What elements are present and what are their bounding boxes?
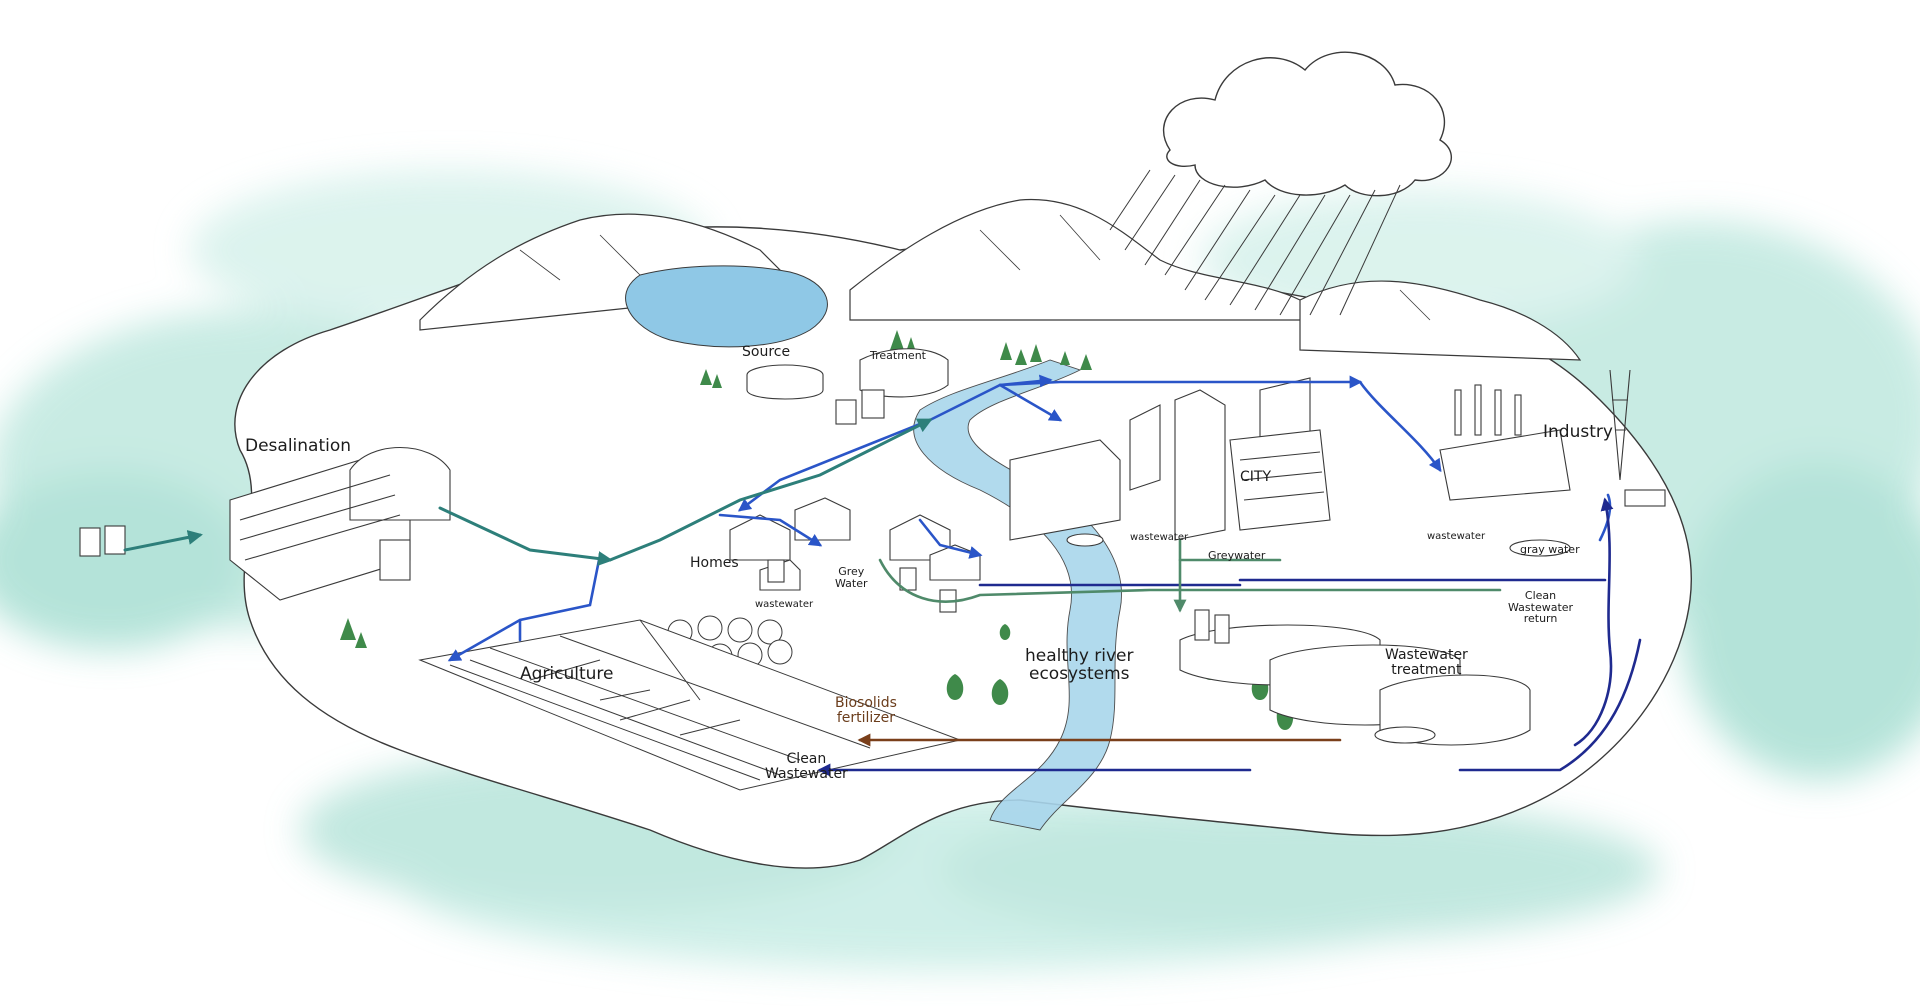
rain-lines (1109, 169, 1401, 316)
homes-buildings (729, 497, 981, 613)
wastewater-treatment-plant (1179, 609, 1531, 746)
river (913, 359, 1122, 831)
pipes-desalinated-water (123, 418, 933, 566)
pipes-grey-water (878, 538, 1502, 613)
mountains (419, 198, 1582, 361)
pipes-wastewater (817, 497, 1642, 777)
label-wastewater-treatment: Wastewater treatment (1385, 647, 1468, 678)
label-source: Source (742, 344, 791, 360)
desalination-plant (79, 446, 451, 601)
label-clean-wastewater: Clean Wastewater (765, 751, 848, 782)
industry-buildings (1439, 369, 1666, 557)
label-homes: Homes (690, 555, 739, 571)
label-healthy-river: healthy river ecosystems (1025, 646, 1134, 684)
treatment-plant (746, 348, 949, 425)
city-buildings (1009, 377, 1331, 547)
pipes-clean-water (447, 374, 1612, 662)
label-clean-wastewater-return: Clean Wastewater return (1508, 589, 1574, 626)
mountain-lake (625, 265, 828, 348)
label-wastewater-industry: wastewater (1427, 531, 1486, 542)
label-treatment: Treatment (870, 349, 926, 362)
label-wastewater-city: wastewater (1130, 532, 1189, 543)
label-industry: Industry (1543, 422, 1613, 442)
label-grey-water-homes: Grey Water (835, 565, 868, 590)
rain-cloud (1163, 51, 1452, 197)
label-wastewater-homes: wastewater (755, 599, 814, 610)
label-biosolids: Biosolids fertilizer (835, 695, 897, 726)
label-gray-water-industry: gray water (1520, 543, 1580, 556)
label-greywater-city: Greywater (1208, 549, 1266, 562)
label-city: CITY (1240, 469, 1272, 485)
label-desalination: Desalination (245, 436, 352, 456)
label-agriculture: Agriculture (520, 664, 614, 684)
